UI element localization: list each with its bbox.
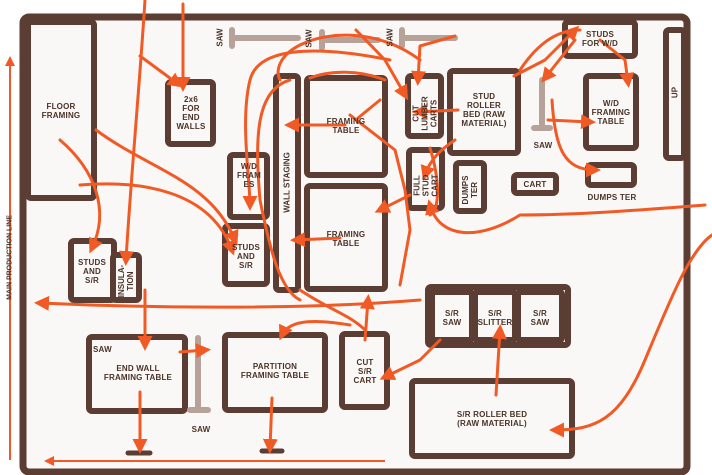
stud-roller-bed-label: STUD ROLLER BED (RAW MATERIAL)	[461, 92, 507, 128]
dumpster-label: DUMPS TER	[587, 193, 637, 202]
saw-bench-top-2	[319, 29, 381, 51]
end-wall-framing-table	[86, 334, 188, 414]
flow-roller-to-studs-wd	[512, 25, 580, 78]
up-area	[663, 27, 687, 161]
flow-table1-loop	[308, 70, 387, 82]
end-wall-table-label: END WALL FRAMING TABLE	[103, 364, 173, 382]
saw-right-label: SAW	[533, 141, 553, 150]
sr-roller-bed-label: S/R ROLLER BED (RAW MATERIAL)	[456, 410, 528, 428]
flow-diagonal-to-2x6	[138, 54, 183, 88]
two-by-six-rack	[165, 79, 216, 147]
flow-loop-top-left	[242, 49, 392, 211]
flow-loop-left	[256, 78, 302, 302]
saw-endwall-label: SAW	[93, 345, 112, 354]
dumpster-box	[585, 162, 637, 188]
dumpster-small	[453, 160, 487, 214]
saw-bench-right	[531, 77, 553, 131]
floor-framing-label: FLOOR FRAMING	[41, 102, 81, 120]
flow-top-loop-2	[276, 33, 422, 82]
flow-loop-to-studs-wd	[518, 28, 582, 72]
flow-table2-left	[290, 232, 342, 248]
wd-frames-label: W/D FRAM ES	[237, 162, 261, 189]
saw-top-1-label: SAW	[215, 28, 225, 47]
flow-sr-to-cutsrcart	[379, 338, 442, 380]
wall-staging-label: WALL STAGING	[282, 152, 292, 213]
studs-sr-left-label: STUDS AND S/R	[77, 258, 107, 285]
sr-roller-bed	[409, 378, 575, 459]
cut-lumber-carts-label: CUT LUMBER CARTS	[411, 96, 439, 131]
saw-bench-top-1	[229, 27, 301, 49]
flow-endwall-to-partition	[178, 343, 211, 359]
cut-sr-cart-label: CUT S/R CART	[353, 358, 377, 385]
flow-to-partition	[279, 320, 352, 341]
sr-saw-2-label: S/R SAW	[530, 309, 550, 327]
cart-label: CART	[523, 180, 547, 189]
partition-framing-table	[222, 332, 328, 413]
framing-table-2	[304, 183, 388, 292]
framing-table-2-label: FRAMING TABLE	[326, 230, 366, 248]
flow-right-to-srroller	[549, 233, 712, 438]
sr-saw-2-box	[515, 289, 565, 343]
full-stud-cart-label: FULL STUD CART	[412, 174, 440, 197]
flow-slitter-up	[491, 324, 507, 397]
flow-roller-to-cutlumber	[412, 104, 460, 120]
wd-framing-table-label: W/D FRAMING TABLE	[591, 99, 631, 126]
two-by-six-label: 2x6 FOR END WALLS	[176, 95, 206, 131]
flow-studcart-to-table2	[374, 193, 412, 213]
saw-top-2-label: SAW	[304, 29, 314, 48]
flow-2x6-to-studs-mid	[94, 128, 239, 246]
flow-partition-down	[262, 396, 278, 454]
saw-top-3-label: SAW	[385, 28, 395, 47]
framing-table-1-label: FRAMING TABLE	[326, 117, 366, 135]
main-production-line-label: MAIN PRODUCTION LINE	[6, 215, 14, 300]
saw-bottom-label: SAW	[191, 425, 211, 434]
flow-roller-to-dumpster	[550, 98, 601, 178]
partition-table-label: PARTITION FRAMING TABLE	[240, 362, 310, 380]
flow-roller-to-studcart	[420, 138, 457, 181]
stud-roller-bed	[447, 68, 521, 156]
flow-floor-to-studs	[58, 138, 103, 254]
sr-saw-1-label: S/R SAW	[442, 309, 462, 327]
flow-cut-to-table1	[356, 98, 382, 120]
studs-sr-mid-label: STUDS AND S/R	[231, 243, 261, 270]
sr-slitter-label: S/R SLITTER	[477, 309, 513, 327]
flow-saw-to-cutlumber	[354, 28, 408, 101]
studs-for-wd-label: STUDS FOR W/D	[581, 30, 619, 48]
flow-saw3-to-cutlumber	[411, 34, 457, 86]
flow-studswd-to-wdtable	[598, 38, 635, 88]
floor-framing-area	[25, 19, 97, 201]
flow-main-horizontal	[34, 295, 422, 311]
flow-ft2-loop	[298, 288, 367, 332]
dumpster-small-label: DUMPS TER	[461, 175, 479, 205]
flow-right-to-fullstudcart	[425, 199, 707, 235]
flow-table1-to-table2	[348, 113, 412, 287]
flow-studswd-to-sawright	[541, 38, 577, 83]
insulation-label: INSULA- TION	[117, 264, 135, 298]
flow-to-studs-mid-horizontal	[78, 182, 236, 256]
flow-cutsrcart-up	[359, 294, 375, 342]
flow-top-to-insulation	[119, 0, 147, 266]
up-label: UP	[670, 86, 680, 99]
cart-box	[511, 172, 559, 196]
wd-framing-table	[583, 73, 639, 151]
